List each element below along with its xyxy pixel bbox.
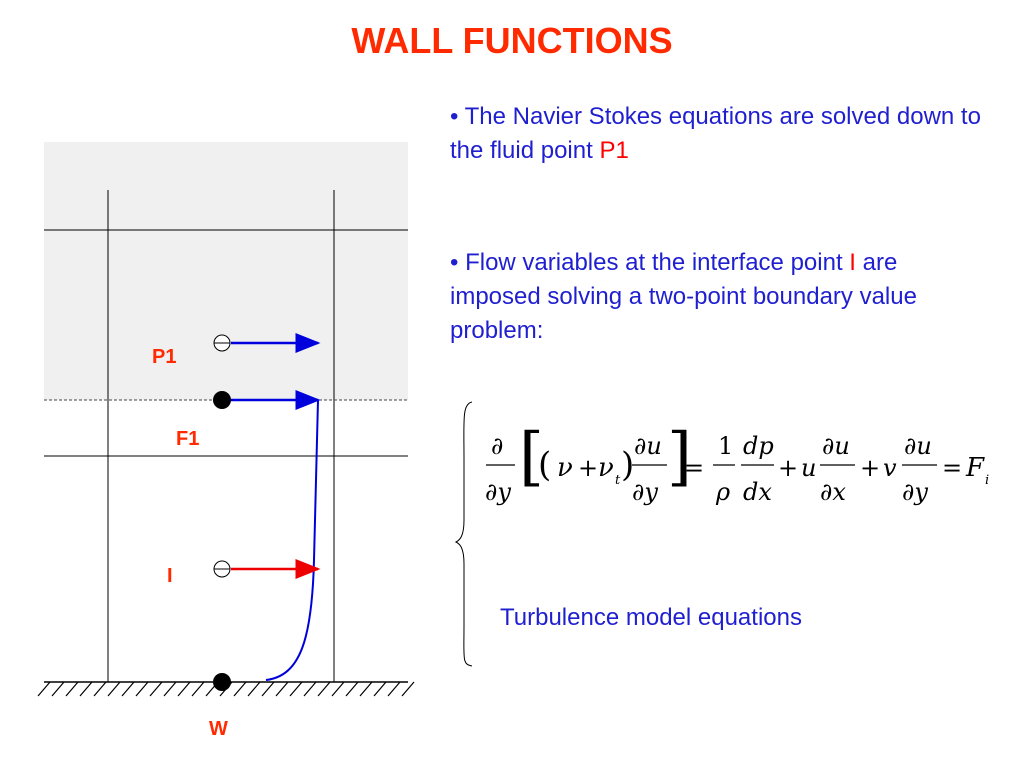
svg-text:F: F [965,453,985,483]
svg-text:∂u: ∂u [634,432,662,460]
svg-text:∂u: ∂u [822,432,850,460]
label-i: I [167,565,173,587]
turbulence-model-label: Turbulence model equations [500,604,802,631]
svg-text:t: t [615,473,621,488]
svg-text:∂u: ∂u [904,432,932,460]
point-w-marker [213,673,231,691]
svg-text:dp: dp [743,432,774,460]
svg-text:ρ: ρ [715,478,730,506]
bullet-highlight-i: I [849,249,856,276]
svg-text:]: ] [667,420,692,494]
label-w: W [209,718,228,740]
svg-text:+: + [860,454,880,482]
wall-hatching [37,681,415,697]
fluid-region-shade [44,142,408,400]
label-f1: F1 [176,428,200,450]
svg-text:ν: ν [598,453,614,483]
svg-text:∂: ∂ [491,432,503,460]
bullet-flow-variables: • Flow variables at the interface point … [450,246,990,348]
label-p1: P1 [152,346,177,368]
bullet-highlight-p1: P1 [599,137,629,164]
point-f1-marker [213,391,231,409]
momentum-equation: ∂ ∂y [ ( ν + ν t ) ∂u ∂y ] = 1 ρ dp dx +… [485,420,989,506]
bullet-text-rest: are imposed solving a two-point boundary… [450,249,917,344]
svg-text:=: = [942,454,962,482]
svg-text:[: [ [519,420,544,494]
slide-title: WALL FUNCTIONS [351,20,673,61]
bullet-text: The Navier Stokes equations are solved d… [450,103,981,164]
bullet-navier-stokes: • The Navier Stokes equations are solved… [450,100,1010,168]
svg-text:+: + [778,454,798,482]
svg-text:i: i [985,473,989,488]
svg-text:dx: dx [743,478,772,506]
svg-text:1: 1 [718,432,733,460]
svg-text:∂y: ∂y [902,478,928,506]
svg-text:v: v [883,454,897,482]
bullet-marker: • [450,249,459,276]
svg-text:∂x: ∂x [820,478,846,506]
svg-text:ν: ν [557,453,573,483]
svg-text:u: u [801,454,816,482]
svg-text:∂y: ∂y [632,478,658,506]
velocity-profile-curve [265,399,319,681]
svg-text:): ) [621,445,634,485]
svg-text:∂y: ∂y [485,478,511,506]
bullet-marker: • [450,103,459,130]
bullet-text: Flow variables at the interface point [465,249,843,276]
svg-text:(: ( [538,445,551,485]
svg-text:=: = [684,454,704,482]
equation-brace [454,401,473,667]
svg-text:+: + [578,454,598,482]
